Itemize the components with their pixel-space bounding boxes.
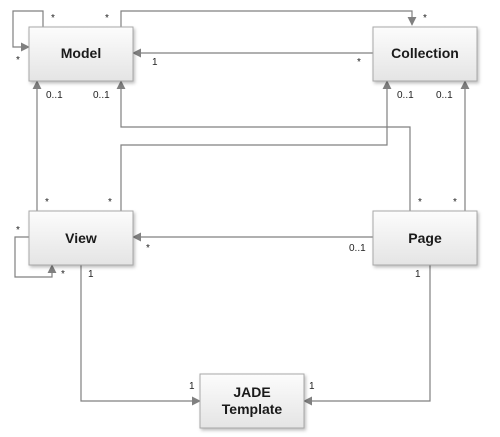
mult-view-from-model: * — [45, 197, 49, 208]
mult-view-to-model: 0..1 — [46, 90, 63, 101]
mult-collection-to-model-end: 1 — [152, 57, 158, 68]
mult-model-to-collection-start: * — [105, 13, 109, 24]
page-to-model-association — [116, 80, 411, 211]
mult-view-self-bottom: * — [61, 269, 65, 280]
view-to-collection-association — [120, 80, 392, 211]
jade-template-class: JADE Template — [199, 373, 305, 429]
mult-view-to-collection: 0..1 — [397, 90, 414, 101]
mult-view-to-jade-start: 1 — [88, 269, 94, 280]
model-label: Model — [61, 45, 101, 61]
mult-page-to-view-start: 0..1 — [349, 243, 366, 254]
page-label: Page — [408, 230, 442, 246]
jade-label-line1: JADE — [233, 384, 270, 400]
mult-page-to-jade-start: 1 — [415, 269, 421, 280]
jade-label-line2: Template — [222, 401, 283, 417]
collection-label: Collection — [391, 45, 459, 61]
mult-page-to-jade-end: 1 — [309, 381, 315, 392]
mult-view-self-left: * — [16, 225, 20, 236]
view-label: View — [65, 230, 97, 246]
page-class: Page — [372, 210, 478, 266]
mult-view-from-collection: * — [108, 197, 112, 208]
model-class: Model — [28, 26, 134, 82]
mult-model-self-left: * — [16, 55, 20, 66]
model-self-association — [12, 10, 44, 52]
view-self-association — [14, 236, 57, 278]
mult-page-from-model: * — [418, 197, 422, 208]
page-to-jade-association — [303, 265, 431, 406]
mult-page-to-model: 0..1 — [93, 90, 110, 101]
mult-view-to-jade-end: 1 — [189, 381, 195, 392]
mult-model-to-collection-end: * — [423, 13, 427, 24]
mult-page-to-collection: 0..1 — [436, 90, 453, 101]
view-class: View — [28, 210, 134, 266]
mult-model-self-top: * — [51, 13, 55, 24]
mult-page-from-collection: * — [453, 197, 457, 208]
view-to-jade-association — [80, 265, 201, 406]
mult-collection-to-model-start: * — [357, 57, 361, 68]
collection-class: Collection — [372, 26, 478, 82]
model-to-collection-association — [120, 10, 417, 27]
mult-page-to-view-end: * — [146, 243, 150, 254]
